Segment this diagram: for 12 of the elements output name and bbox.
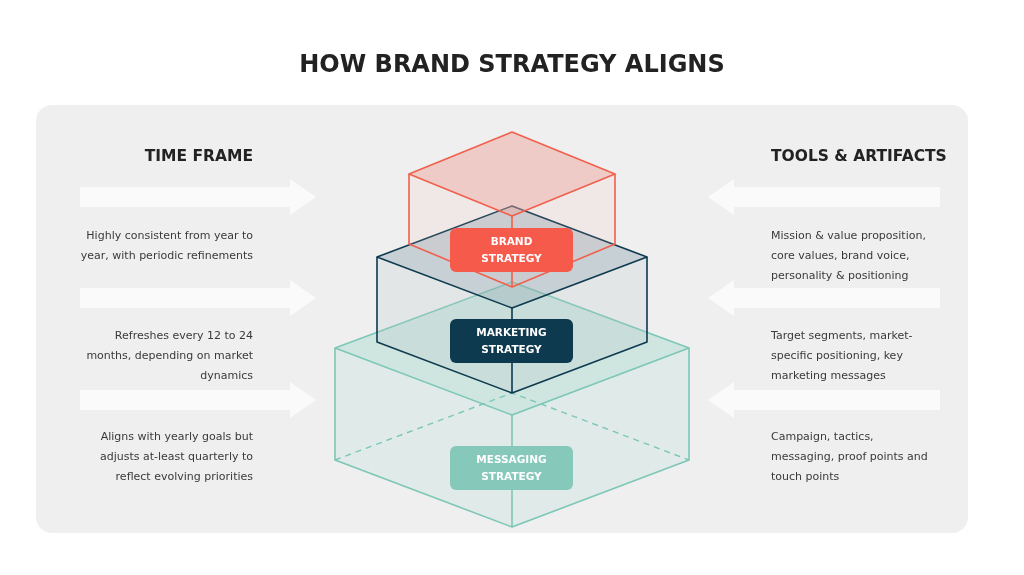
description-text: Highly consistent from year to year, with periodic refinements [80,228,253,264]
strategy-tag: BRAND STRATEGY [450,228,573,272]
diagram-title: HOW BRAND STRATEGY ALIGNS [298,50,726,78]
description-text: Campaign, tactics, messaging, proof points and touch points [771,429,929,485]
description-text: Refreshes every 12 to 24 months, depending on market dynamics [85,328,253,384]
strategy-tag: MESSAGING STRATEGY [450,446,573,490]
column-heading: TOOLS & ARTIFACTS [771,146,948,166]
column-heading: TIME FRAME [143,146,253,166]
strategy-tag: MARKETING STRATEGY [450,319,573,363]
description-text: Aligns with yearly goals but adjusts at-least quarterly to reflect evolving priorities [98,429,253,485]
description-text: Target segments, market-specific positioning, key marketing messages [771,328,914,384]
description-text: Mission & value proposition, core values, brand voice, personality & positioning [771,228,927,284]
